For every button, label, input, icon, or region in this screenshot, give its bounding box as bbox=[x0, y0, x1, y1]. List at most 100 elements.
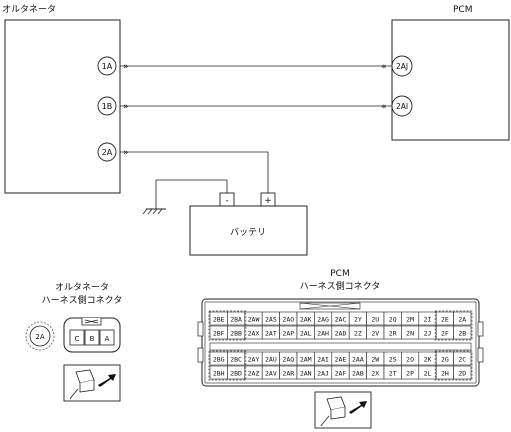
pcm-pin-label: 2BE bbox=[213, 316, 225, 324]
connector-mark-right: » bbox=[123, 62, 129, 72]
connector-mark-left: « bbox=[381, 62, 387, 72]
pin-1b-label: 1B bbox=[102, 102, 113, 111]
pcm-pin-label: 2AX bbox=[248, 330, 260, 338]
pcm-box bbox=[391, 19, 510, 141]
connector-mark-right: » bbox=[123, 102, 129, 112]
pcm-pin-label: 2AC bbox=[335, 316, 347, 324]
pcm-connector-title-1: PCM bbox=[330, 269, 349, 279]
pcm-pin-label: 2G bbox=[441, 356, 449, 364]
pcm-pin-label: 2Y bbox=[354, 316, 362, 324]
pcm-pin-cell bbox=[453, 311, 472, 326]
pcm-pin-label: 2AT bbox=[265, 330, 277, 338]
alt-coupler: C B A bbox=[63, 317, 121, 353]
pcm-pin-label: 2AY bbox=[248, 356, 260, 364]
pcm-pin-cell bbox=[453, 351, 472, 366]
pcm-pin-label: 2AE bbox=[335, 356, 347, 364]
connector-mark-left: « bbox=[381, 102, 387, 112]
pcm-pin-label: 2AP bbox=[282, 330, 294, 338]
pcm-pin-label: 2Q bbox=[389, 316, 397, 324]
pcm-pin-label: 2J bbox=[424, 330, 432, 338]
pcm-pin-label: 2AJ bbox=[317, 370, 329, 378]
pcm-pin-group-outline bbox=[208, 310, 247, 341]
pcm-pin-label: 2BH bbox=[213, 370, 225, 378]
pcm-pin-label: 2H bbox=[441, 370, 449, 378]
pcm-pin-label: 2I bbox=[424, 316, 432, 324]
pcm-pin-label: 2A bbox=[458, 316, 466, 324]
alt-pin-b-cell bbox=[84, 329, 100, 346]
pin-2ai-label: 2AI bbox=[396, 102, 408, 111]
pin-2aj-label: 2AJ bbox=[396, 62, 408, 71]
pcm-pin-label: 2S bbox=[389, 356, 397, 364]
alt-round-pin-label: 2A bbox=[35, 333, 44, 341]
pcm-pin-label: 2AI bbox=[317, 356, 329, 364]
pcm-pin-cell bbox=[453, 325, 472, 340]
pcm-pin-group-outline bbox=[434, 310, 473, 341]
pcm-pin-label: 2AB bbox=[352, 370, 364, 378]
alternator-label: オルタネータ bbox=[2, 4, 56, 15]
pcm-pin-label: 2X bbox=[371, 370, 379, 378]
battery-plus-label: + bbox=[264, 196, 272, 206]
alt-pin-b-label: B bbox=[90, 335, 95, 343]
alt-pin-a-label: A bbox=[105, 335, 110, 343]
pin-1b: 1B bbox=[97, 96, 117, 116]
pcm-pin-group-outline bbox=[434, 350, 473, 381]
alt-connector-view-icon bbox=[63, 364, 121, 402]
pcm-pin-label: 2N bbox=[406, 330, 414, 338]
alt-round-pin-connector: 2A bbox=[25, 321, 55, 351]
ground-symbol bbox=[142, 208, 166, 215]
pcm-pin-label: 2BB bbox=[230, 330, 242, 338]
pcm-pin-label: 2AM bbox=[300, 356, 312, 364]
pcm-pin-label: 2AH bbox=[317, 330, 329, 338]
pcm-pin-label: 2BA bbox=[230, 316, 242, 324]
wire-2a-battery bbox=[120, 151, 269, 198]
pin-1a-label: 1A bbox=[102, 62, 113, 71]
pcm-pin-label: 2AD bbox=[335, 330, 347, 338]
pcm-pin-label: 2D bbox=[458, 370, 466, 378]
pcm-pin-label: 2AV bbox=[265, 370, 277, 378]
pcm-pin-label: 2T bbox=[389, 370, 397, 378]
pin-2ai: 2AI bbox=[391, 95, 413, 117]
pin-1a: 1A bbox=[97, 56, 117, 76]
pcm-pin-label: 2R bbox=[389, 330, 397, 338]
pcm-connector-view-icon bbox=[314, 391, 372, 429]
pcm-pin-label: 2O bbox=[406, 356, 414, 364]
pcm-pin-label: 2AW bbox=[248, 316, 260, 324]
pcm-pin-label: 2E bbox=[441, 316, 449, 324]
alt-pin-a-cell bbox=[99, 329, 115, 346]
pcm-label: PCM bbox=[453, 5, 472, 15]
pcm-pin-label: 2W bbox=[371, 356, 379, 364]
pcm-pin-cell bbox=[453, 365, 472, 380]
pcm-pin-label: 2BG bbox=[213, 356, 225, 364]
battery-body bbox=[189, 205, 308, 256]
pcm-pin-label: 2BD bbox=[230, 370, 242, 378]
pcm-connector-title-2: ハーネス側コネクタ bbox=[300, 280, 381, 292]
alt-connector-title-2: ハーネス側コネクタ bbox=[42, 294, 123, 306]
alt-connector-title-1: オルタネータ bbox=[55, 282, 109, 293]
pcm-pin-label: 2P bbox=[406, 370, 414, 378]
pcm-pin-label: 2K bbox=[424, 356, 432, 364]
pcm-pin-label: 2BC bbox=[230, 356, 242, 364]
pcm-pin-label: 2F bbox=[441, 330, 449, 338]
connector-mark-right: » bbox=[123, 148, 129, 158]
pcm-pin-label: 2AO bbox=[282, 316, 294, 324]
pcm-pin-label: 2Z bbox=[354, 330, 362, 338]
pcm-pin-label: 2B bbox=[458, 330, 466, 338]
battery-label: バッテリ bbox=[230, 227, 266, 238]
pcm-pin-label: 2AQ bbox=[282, 356, 294, 364]
pcm-pin-label: 2AR bbox=[282, 370, 294, 378]
pcm-pin-label: 2AL bbox=[300, 330, 312, 338]
alt-pin-c-label: C bbox=[75, 335, 80, 343]
pcm-pin-label: 2AF bbox=[335, 370, 347, 378]
pcm-pin-label: 2L bbox=[424, 370, 432, 378]
pcm-pin-label: 2AN bbox=[300, 370, 312, 378]
alt-pin-c-cell bbox=[69, 329, 85, 346]
pcm-pin-label: 2BF bbox=[213, 330, 225, 338]
pcm-pin-label: 2AK bbox=[300, 316, 312, 324]
pcm-pin-group-outline bbox=[208, 350, 247, 381]
ground-wire bbox=[155, 179, 228, 209]
battery-minus-label: - bbox=[225, 196, 228, 206]
pcm-pin-label: 2AA bbox=[352, 356, 364, 364]
pin-2a: 2A bbox=[97, 142, 117, 162]
